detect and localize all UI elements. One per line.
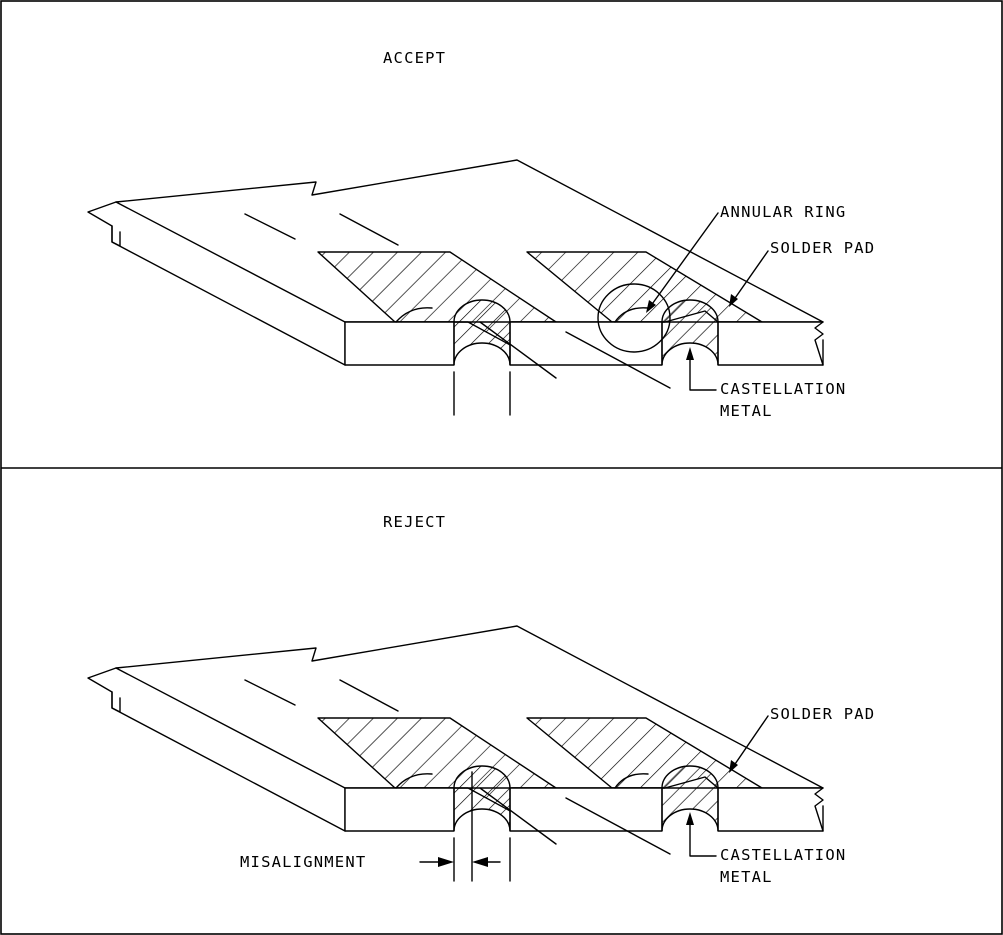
- reject-title: REJECT: [383, 513, 446, 531]
- annular-ring-circle: [597, 283, 671, 353]
- solder-pad-label-reject: SOLDER PAD: [770, 705, 875, 723]
- castellation-label-accept-2: METAL: [720, 402, 773, 420]
- accept-title: ACCEPT: [383, 49, 446, 67]
- castellation-leader-accept: [686, 347, 717, 391]
- castellation-label-reject-1: CASTELLATION: [720, 846, 846, 864]
- castellation-label-accept-1: CASTELLATION: [720, 380, 846, 398]
- reject-panel: REJECT MISALIGNMENT SOLDER PAD CASTELLAT…: [87, 513, 875, 886]
- solder-pad-leader-reject: [729, 715, 769, 773]
- castellation-leader-reject: [686, 812, 717, 857]
- reject-board-drawing: [87, 625, 824, 855]
- castellation-label-reject-2: METAL: [720, 868, 773, 886]
- accept-board-drawing: [87, 159, 824, 389]
- misalignment-dimension: [419, 857, 501, 867]
- misalignment-label: MISALIGNMENT: [240, 853, 366, 871]
- solder-pad-leader-accept: [729, 250, 769, 307]
- accept-panel: ACCEPT ANNULAR RING SOLDER PAD CASTELLAT…: [87, 49, 875, 420]
- annular-ring-label: ANNULAR RING: [720, 203, 846, 221]
- solder-pad-label-accept: SOLDER PAD: [770, 239, 875, 257]
- annular-ring-leader: [646, 212, 719, 313]
